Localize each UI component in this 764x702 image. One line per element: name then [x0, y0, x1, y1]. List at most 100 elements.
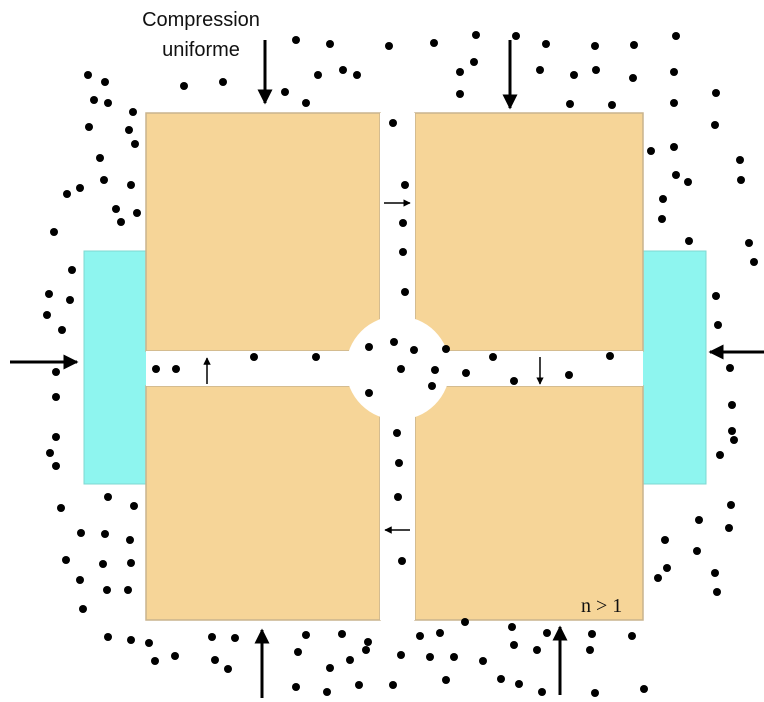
- particle-dot: [101, 530, 109, 538]
- particle-dot: [99, 560, 107, 568]
- particle-dot: [130, 502, 138, 510]
- particle-dot: [63, 190, 71, 198]
- particle-dot: [426, 653, 434, 661]
- particle-dot: [727, 501, 735, 509]
- particle-dot: [542, 40, 550, 48]
- particle-dot: [565, 371, 573, 379]
- particle-dot: [397, 365, 405, 373]
- particle-dot: [353, 71, 361, 79]
- particle-dot: [346, 656, 354, 664]
- particle-dot: [515, 680, 523, 688]
- particle-dot: [100, 176, 108, 184]
- block-top-right: [414, 112, 644, 352]
- particle-dot: [389, 681, 397, 689]
- particle-dot: [736, 156, 744, 164]
- particle-dot: [684, 178, 692, 186]
- vertical-channel: [380, 113, 415, 620]
- particle-dot: [292, 683, 300, 691]
- particle-dot: [728, 401, 736, 409]
- particle-dot: [442, 676, 450, 684]
- particle-dot: [124, 586, 132, 594]
- particle-dot: [398, 557, 406, 565]
- particle-dot: [592, 66, 600, 74]
- block-top-left: [145, 112, 381, 352]
- particle-dot: [76, 184, 84, 192]
- particle-dot: [410, 346, 418, 354]
- particle-dot: [714, 321, 722, 329]
- particle-dot: [52, 433, 60, 441]
- particle-dot: [512, 32, 520, 40]
- particle-dot: [231, 634, 239, 642]
- particle-dot: [661, 536, 669, 544]
- particle-dot: [508, 623, 516, 631]
- particle-dot: [461, 618, 469, 626]
- particle-dot: [489, 353, 497, 361]
- particle-dot: [152, 365, 160, 373]
- particle-dot: [399, 219, 407, 227]
- particle-dot: [127, 181, 135, 189]
- particle-dot: [52, 368, 60, 376]
- particle-dot: [145, 639, 153, 647]
- particle-dot: [390, 338, 398, 346]
- particle-dot: [470, 58, 478, 66]
- particle-dot: [365, 343, 373, 351]
- particle-dot: [456, 68, 464, 76]
- particle-dot: [670, 68, 678, 76]
- particle-dot: [77, 529, 85, 537]
- particle-dot: [647, 147, 655, 155]
- particle-dot: [725, 524, 733, 532]
- particle-dot: [654, 574, 662, 582]
- particle-dot: [442, 345, 450, 353]
- particle-dot: [326, 664, 334, 672]
- particle-dot: [395, 459, 403, 467]
- particle-dot: [570, 71, 578, 79]
- particle-dot: [428, 382, 436, 390]
- particle-dot: [104, 633, 112, 641]
- particle-dot: [112, 205, 120, 213]
- particle-dot: [224, 665, 232, 673]
- particle-dot: [129, 108, 137, 116]
- particle-dot: [670, 143, 678, 151]
- particle-dot: [416, 632, 424, 640]
- particle-dot: [126, 536, 134, 544]
- left-side-plate: [83, 250, 148, 485]
- particle-dot: [479, 657, 487, 665]
- right-side-plate: [641, 250, 707, 485]
- particle-dot: [726, 364, 734, 372]
- particle-dot: [436, 629, 444, 637]
- particle-dot: [591, 689, 599, 697]
- particle-dot: [90, 96, 98, 104]
- particle-dot: [462, 369, 470, 377]
- particle-dot: [685, 237, 693, 245]
- particle-dot: [566, 100, 574, 108]
- particle-dot: [104, 99, 112, 107]
- particle-dot: [712, 292, 720, 300]
- particle-dot: [323, 688, 331, 696]
- particle-dot: [338, 630, 346, 638]
- particle-dot: [591, 42, 599, 50]
- particle-dot: [608, 101, 616, 109]
- particle-dot: [79, 605, 87, 613]
- particle-dot: [66, 296, 74, 304]
- particle-dot: [497, 675, 505, 683]
- particle-dot: [362, 646, 370, 654]
- particle-dot: [50, 228, 58, 236]
- particle-dot: [85, 123, 93, 131]
- particle-dot: [672, 171, 680, 179]
- particle-dot: [606, 352, 614, 360]
- particle-dot: [364, 638, 372, 646]
- particle-dot: [533, 646, 541, 654]
- particle-dot: [536, 66, 544, 74]
- particle-dot: [103, 586, 111, 594]
- particle-dot: [399, 248, 407, 256]
- particle-dot: [312, 353, 320, 361]
- particle-dot: [750, 258, 758, 266]
- compression-label-line2: uniforme: [162, 39, 240, 61]
- particle-dot: [401, 181, 409, 189]
- particle-dot: [127, 636, 135, 644]
- particle-dot: [397, 651, 405, 659]
- particle-dot: [711, 121, 719, 129]
- particle-dot: [127, 559, 135, 567]
- particle-dot: [117, 218, 125, 226]
